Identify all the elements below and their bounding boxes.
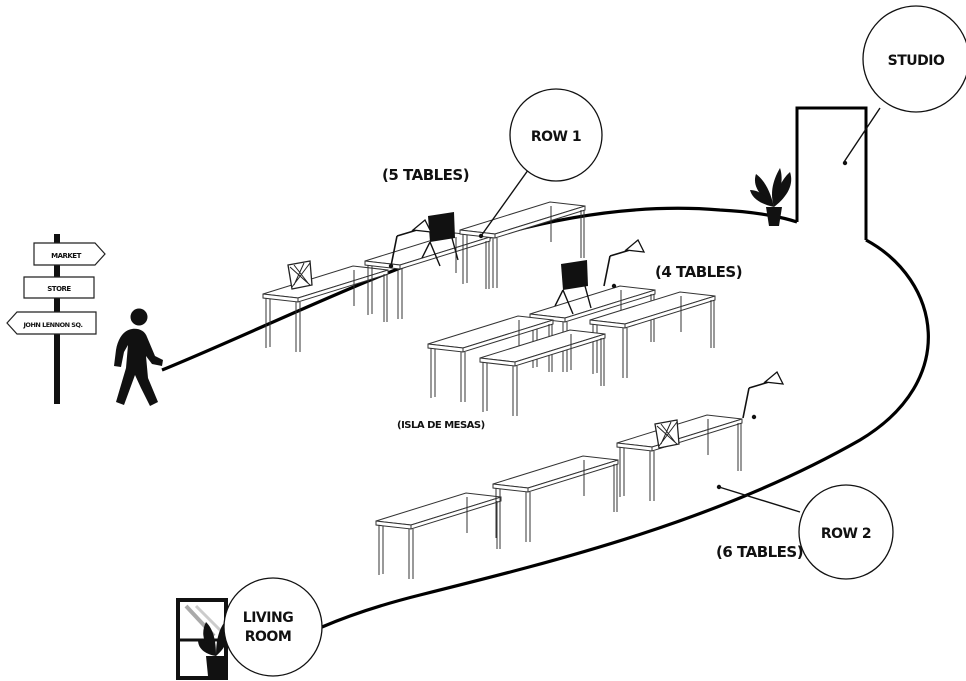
sign-john-lennon-text: JOHN LENNON SQ. [23, 321, 83, 329]
walking-person-icon [114, 308, 163, 406]
signpost: MARKET STORE JOHN LENNON SQ. [6, 234, 106, 404]
row1-bubble: ROW 1 [509, 88, 603, 182]
window-icon [176, 598, 229, 680]
sign-market-text: MARKET [51, 252, 81, 260]
sign-store [23, 276, 95, 299]
island-name-caption: (ISLA DE MESAS) [397, 420, 485, 431]
row1-label: ROW 1 [531, 129, 581, 145]
studio-label: STUDIO [888, 53, 945, 69]
sign-market [33, 242, 106, 266]
route-path-lower [321, 238, 930, 629]
row2-bubble: ROW 2 [798, 484, 894, 580]
sign-john-lennon [6, 311, 97, 335]
row2-label: ROW 2 [821, 526, 871, 542]
callout-lines [480, 107, 881, 513]
living-room-label-2: ROOM [245, 629, 292, 645]
living-room-bubble: LIVING ROOM [223, 577, 323, 677]
row1-count-caption: (5 TABLES) [382, 166, 469, 184]
sign-store-text: STORE [47, 285, 71, 293]
plant-icon [750, 168, 792, 226]
callout-dots [388, 160, 848, 490]
studio-bubble: STUDIO [862, 5, 966, 113]
living-room-label-1: LIVING [243, 610, 293, 626]
studio-doorway [795, 106, 868, 240]
island-count-caption: (4 TABLES) [655, 263, 742, 281]
row2-count-caption: (6 TABLES) [716, 543, 803, 561]
